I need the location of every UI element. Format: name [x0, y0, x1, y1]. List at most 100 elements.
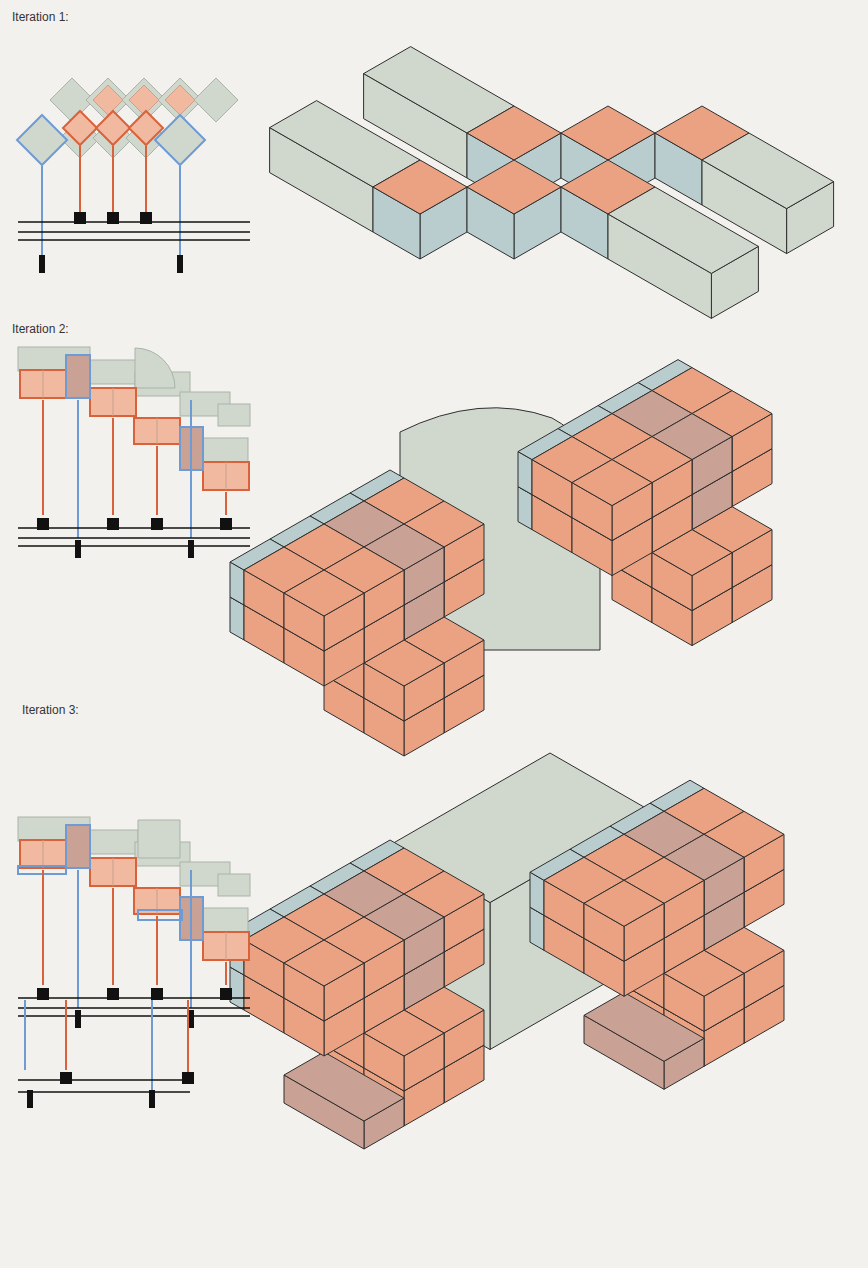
plan-divider: [113, 858, 114, 886]
block-face: [584, 880, 664, 926]
column-mark: [220, 518, 232, 530]
plan-grey: [88, 830, 138, 854]
orange-leader: [65, 1000, 67, 1070]
column-mark: [182, 1072, 194, 1084]
column-mark: [151, 988, 163, 1000]
orange-leader: [225, 962, 227, 985]
iteration-label: Iteration 3:: [22, 703, 79, 717]
plan-divider: [43, 370, 44, 398]
plan-diamond: [96, 111, 130, 145]
plan-quarter-circle: [138, 820, 180, 858]
iteration-3-blocks: [230, 753, 784, 1149]
staff-line: [18, 997, 250, 998]
plan-diamond: [17, 115, 67, 165]
blue-leader: [190, 870, 192, 1008]
plan-orange: [90, 858, 136, 886]
plan-mauve: [66, 355, 90, 398]
orange-leader: [156, 916, 158, 985]
orange-leader: [112, 418, 114, 515]
plan-diamond: [155, 115, 205, 165]
column-mark: [140, 212, 152, 224]
staff-line: [18, 1091, 190, 1092]
column-bar: [149, 1090, 155, 1108]
plan-grey: [218, 404, 250, 426]
orange-leader: [42, 400, 44, 515]
block-face: [572, 460, 652, 506]
staff-line: [18, 1015, 250, 1016]
block-face: [608, 187, 758, 273]
column-bar: [75, 1010, 81, 1028]
plan-orange: [90, 388, 136, 416]
block-face: [284, 570, 364, 616]
blue-leader: [24, 1000, 26, 1070]
column-bar: [75, 540, 81, 558]
staff-line: [18, 1007, 250, 1008]
column-mark: [74, 212, 86, 224]
staff-line: [18, 239, 250, 240]
plan-orange: [134, 418, 180, 444]
block-face: [284, 940, 364, 986]
iteration-1-blocks: [270, 47, 834, 319]
plan-grey: [218, 874, 250, 896]
orange-leader: [79, 146, 81, 214]
column-mark: [151, 518, 163, 530]
orange-leader: [145, 146, 147, 214]
staff-line: [18, 545, 250, 546]
column-mark: [37, 518, 49, 530]
block-face: [467, 160, 561, 214]
plan-diamond: [129, 85, 159, 115]
block-face: [561, 106, 655, 160]
staff-line: [18, 1079, 190, 1080]
column-bar: [188, 540, 194, 558]
plan-quarter-circle: [135, 348, 175, 388]
blue-leader: [41, 166, 43, 262]
orange-leader: [187, 1000, 189, 1072]
iteration-label: Iteration 1:: [12, 10, 69, 24]
column-mark: [107, 518, 119, 530]
block-face: [373, 160, 467, 214]
plan-orange: [203, 932, 249, 960]
plan-orange: [20, 840, 66, 868]
column-bar: [39, 255, 45, 273]
orange-leader: [225, 492, 227, 515]
column-bar: [177, 255, 183, 273]
staff-line: [18, 527, 250, 528]
block-face: [702, 133, 834, 209]
staff-line: [18, 221, 250, 222]
blue-leader: [151, 1000, 153, 1090]
plan-diamond: [165, 85, 195, 115]
plan-divider: [43, 840, 44, 868]
column-bar: [27, 1090, 33, 1108]
plan-mauve: [66, 825, 90, 868]
plan-blue-outline: [138, 910, 182, 920]
plan-divider: [113, 388, 114, 416]
plan-divider: [226, 462, 227, 490]
plan-diamond: [63, 111, 97, 145]
plan-diamond: [93, 85, 123, 115]
column-mark: [220, 988, 232, 1000]
blue-leader: [190, 400, 192, 538]
orange-leader: [42, 870, 44, 985]
plan-divider: [157, 418, 158, 444]
block-face: [467, 106, 561, 160]
staff-line: [18, 231, 250, 232]
plan-diamond: [194, 78, 238, 122]
orange-leader: [112, 146, 114, 214]
plan-grey: [88, 360, 138, 384]
orange-leader: [112, 888, 114, 985]
column-mark: [37, 988, 49, 1000]
blue-leader: [77, 400, 79, 538]
iteration-2-blocks: [230, 360, 772, 756]
plan-diagrams: [17, 78, 250, 1108]
orange-leader: [156, 446, 158, 515]
plan-orange: [20, 370, 66, 398]
plan-orange: [203, 462, 249, 490]
blue-leader: [77, 870, 79, 1008]
staff-line: [18, 537, 250, 538]
column-mark: [107, 988, 119, 1000]
iteration-label: Iteration 2:: [12, 322, 69, 336]
column-mark: [60, 1072, 72, 1084]
